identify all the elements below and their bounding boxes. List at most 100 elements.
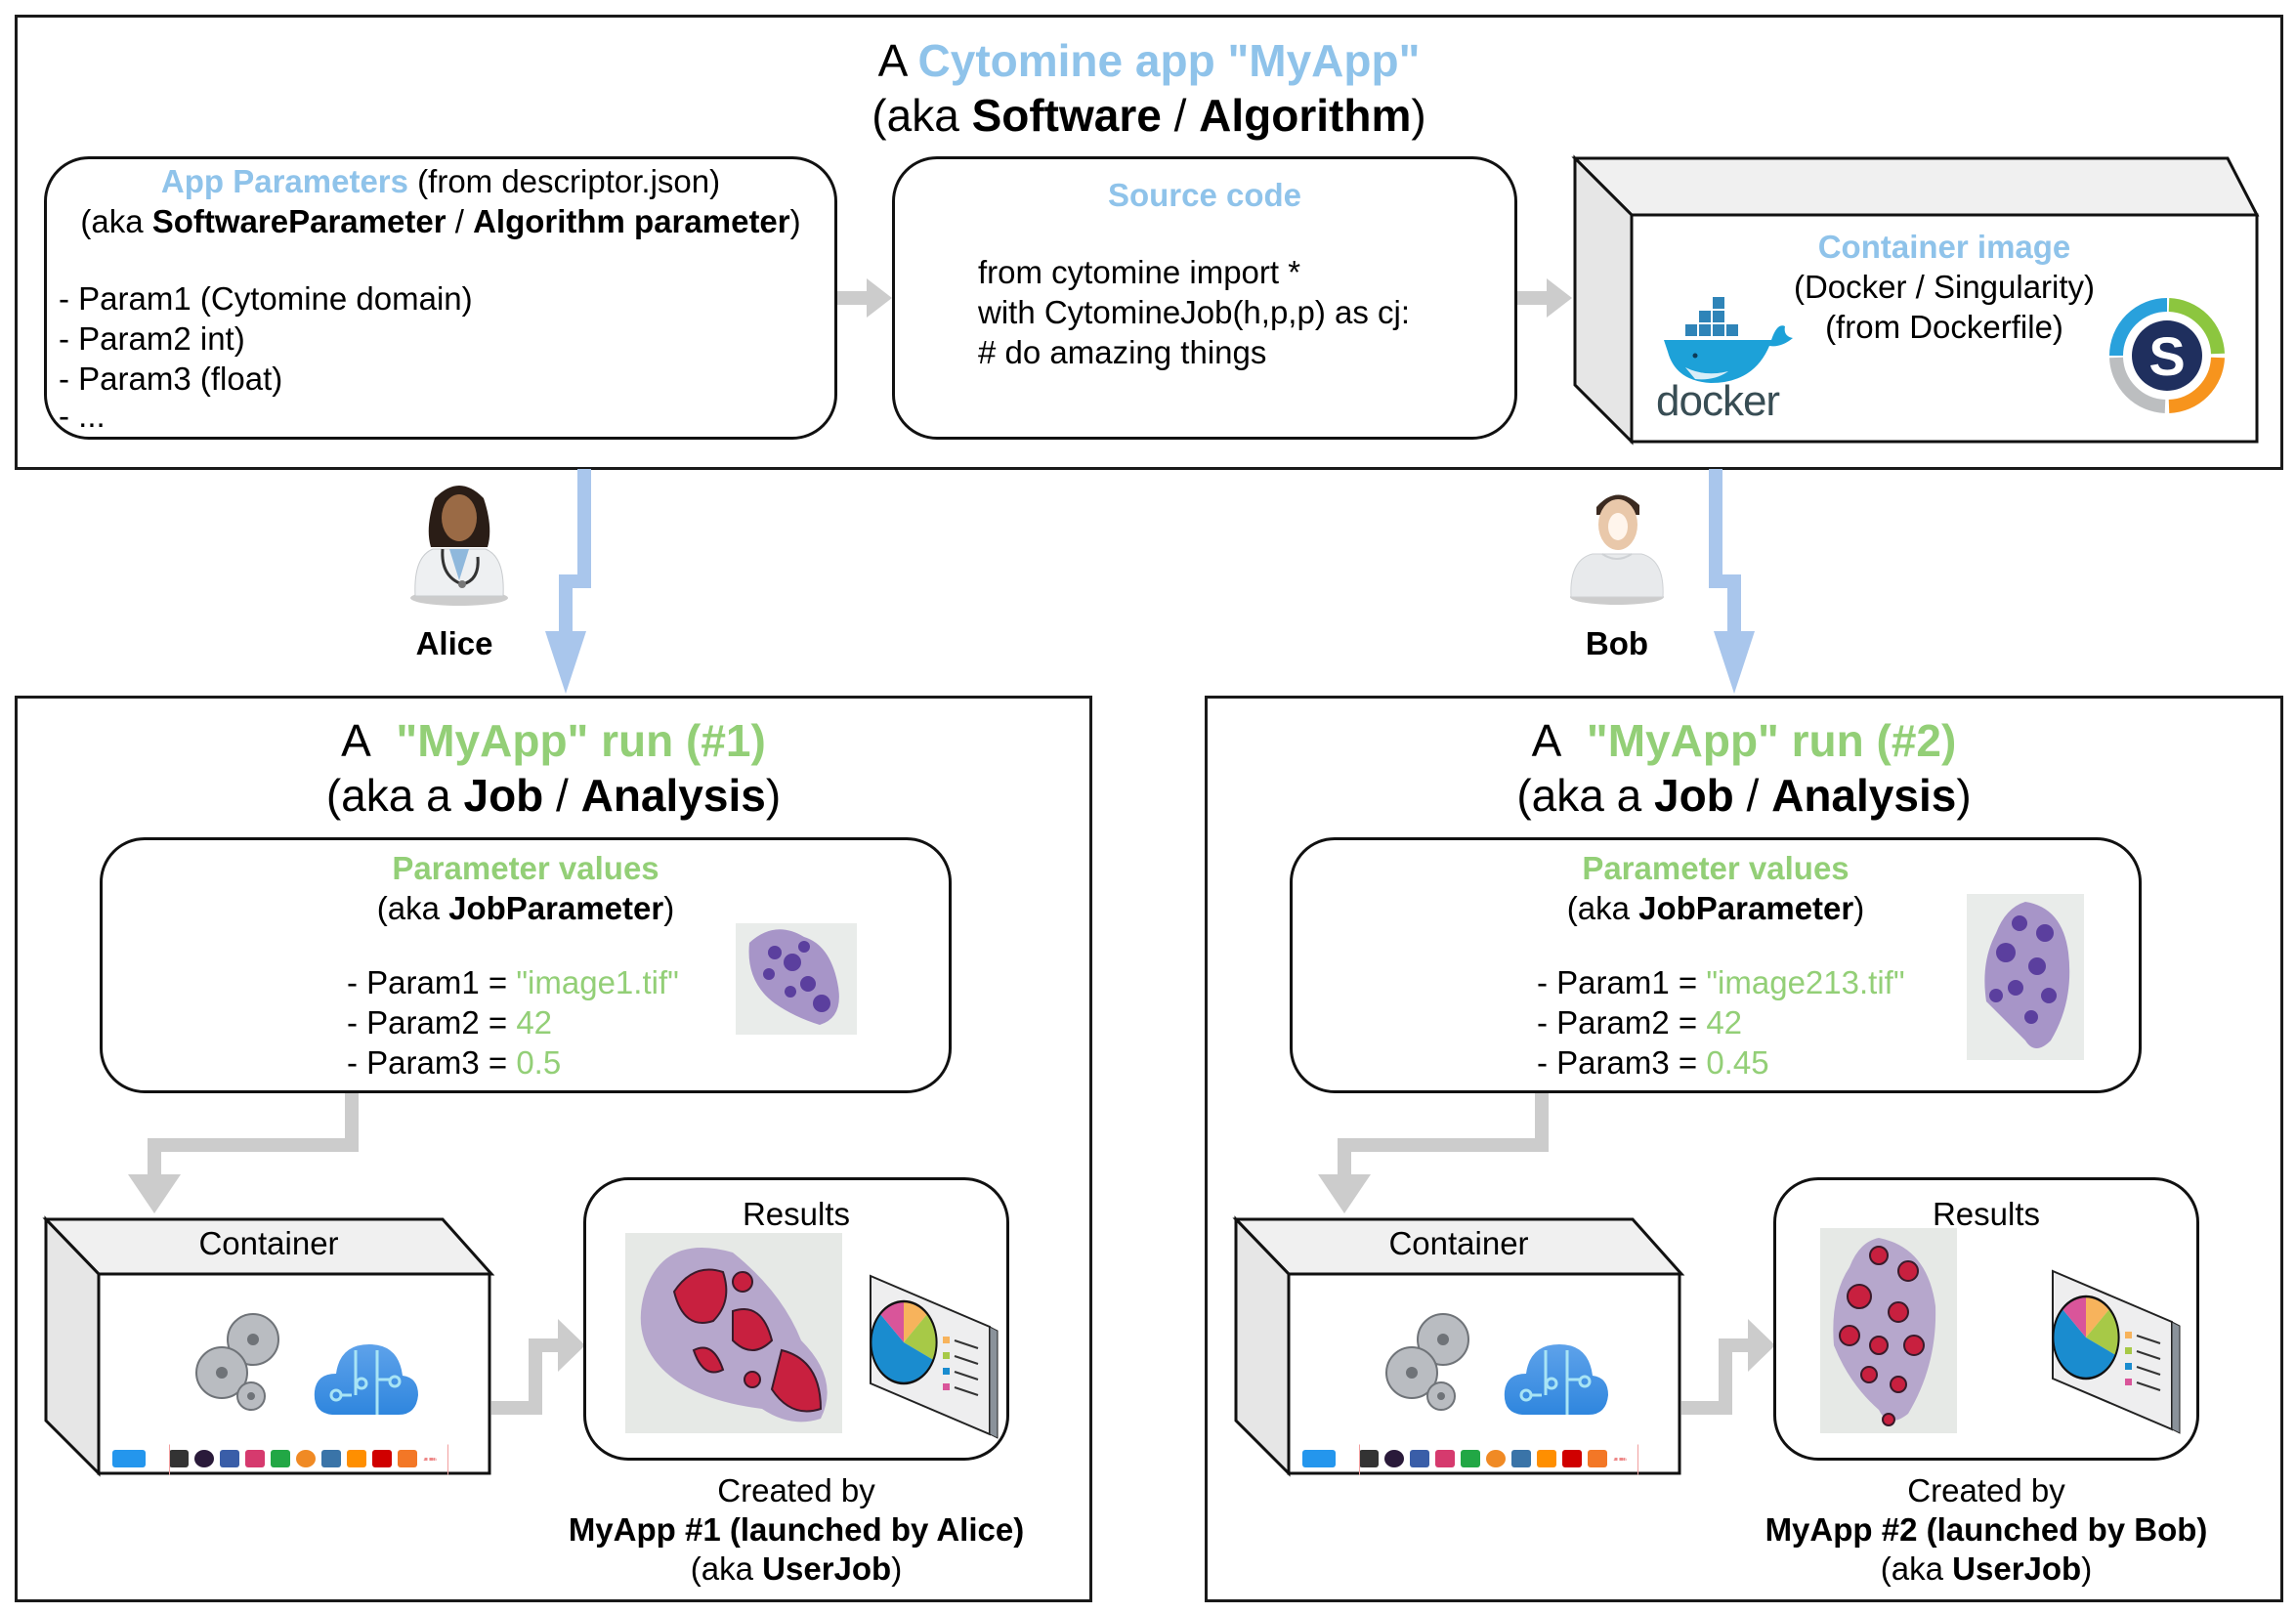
code-line: # do amazing things bbox=[978, 334, 1267, 370]
parameter-values-aka: (aka JobParameter) bbox=[1293, 888, 2139, 928]
param-label: - Param3 = bbox=[1537, 1044, 1707, 1081]
singularity-logo-icon: S bbox=[2109, 298, 2225, 413]
keras-icon bbox=[372, 1450, 392, 1467]
source-code-title: Source code bbox=[1107, 177, 1302, 213]
created-by-label: Created by bbox=[717, 1472, 875, 1508]
job-panel-2: A "MyApp" run (#2) (aka a Job / Analysis… bbox=[1205, 696, 2283, 1602]
box-top-face bbox=[1571, 156, 2260, 217]
container-image-line2: (from Dockerfile) bbox=[1825, 309, 2063, 345]
app-aka: (aka Software / Algorithm) bbox=[15, 88, 2283, 143]
app-parameters-heading: App Parameters bbox=[160, 163, 408, 199]
arrow-shaft bbox=[1719, 1338, 1732, 1415]
docker-whale-icon bbox=[1664, 297, 1793, 383]
param-label: - Param2 = bbox=[347, 1004, 517, 1041]
parameter-values-title: Parameter values bbox=[392, 850, 659, 886]
creator-aka: (aka UserJob) bbox=[503, 1550, 1089, 1588]
microscope-icon bbox=[1359, 1450, 1379, 1467]
arrow-shaft bbox=[1517, 291, 1547, 305]
arrow-shaft bbox=[529, 1338, 542, 1415]
app-title: A Cytomine app "MyApp" bbox=[15, 33, 2283, 88]
result-slide-annotated bbox=[1820, 1228, 1957, 1433]
aka-algorithm-parameter: Algorithm parameter bbox=[473, 203, 790, 239]
arrow-container-to-results bbox=[491, 1319, 585, 1415]
parameter-values-box: Parameter values (aka JobParameter) - Pa… bbox=[1290, 837, 2142, 1093]
scikit-icon bbox=[296, 1450, 316, 1467]
arrow-head bbox=[1547, 278, 1572, 318]
user-avatar-icon bbox=[1570, 494, 1664, 605]
app-parameters-source: (from descriptor.json) bbox=[408, 163, 721, 199]
arrow-head bbox=[128, 1174, 181, 1213]
python-icon bbox=[1511, 1450, 1531, 1467]
param-value: 0.5 bbox=[516, 1044, 562, 1081]
arrow-shaft bbox=[491, 1401, 540, 1415]
parameter-row: - Param2 = 42 bbox=[1537, 1002, 1905, 1042]
keras-icon bbox=[1562, 1450, 1582, 1467]
aka-sep: / bbox=[1161, 90, 1200, 141]
aka-close: ) bbox=[1956, 770, 1972, 821]
param-item: - Param3 (float) bbox=[59, 361, 283, 397]
aka-open: (aka bbox=[1880, 1550, 1953, 1587]
aka-close: ) bbox=[2081, 1550, 2093, 1587]
arrow-shaft bbox=[148, 1138, 359, 1152]
results-label: Results bbox=[742, 1196, 851, 1232]
parameter-row: - Param3 = 0.45 bbox=[1537, 1042, 1905, 1083]
param-value: 42 bbox=[516, 1004, 553, 1041]
python-icon bbox=[321, 1450, 341, 1467]
lens-icon bbox=[1384, 1450, 1404, 1467]
aka-open: (aka bbox=[80, 203, 152, 239]
aka-userjob: UserJob bbox=[1952, 1550, 2082, 1587]
aka-open: (aka bbox=[1566, 890, 1639, 926]
tool-bracket bbox=[1359, 1444, 1638, 1475]
qupath-icon bbox=[245, 1450, 265, 1467]
flow-arrow-alice bbox=[545, 469, 591, 694]
tensorflow-icon bbox=[1537, 1450, 1556, 1467]
arrow-head bbox=[1318, 1174, 1371, 1213]
parameter-values-aka: (aka JobParameter) bbox=[103, 888, 949, 928]
cloud-ai-icon bbox=[314, 1344, 418, 1415]
creator-aka: (aka UserJob) bbox=[1693, 1550, 2279, 1588]
param-item: - Param1 (Cytomine domain) bbox=[59, 280, 473, 317]
box-front-face bbox=[97, 1272, 491, 1475]
job-title-highlight: "MyApp" run (#1) bbox=[396, 715, 766, 766]
app-parameters-box: App Parameters (from descriptor.json) (a… bbox=[44, 156, 837, 440]
arrow-shaft bbox=[1535, 1093, 1549, 1152]
docker-icon bbox=[1302, 1450, 1336, 1467]
opencv-icon bbox=[1461, 1450, 1480, 1467]
aka-close: ) bbox=[765, 770, 782, 821]
arrow-head bbox=[558, 1319, 585, 1372]
pie-chart-board-icon bbox=[2052, 1269, 2181, 1434]
parameter-values-list: - Param1 = "image1.tif" - Param2 = 42 - … bbox=[347, 962, 679, 1083]
container-image-title: Container image bbox=[1817, 229, 2071, 265]
aka-close: ) bbox=[789, 203, 801, 239]
scikit-icon bbox=[1486, 1450, 1506, 1467]
aka-open: (aka bbox=[872, 90, 972, 141]
aka-software: Software bbox=[971, 90, 1162, 141]
app-parameters-list: - Param1 (Cytomine domain) - Param2 int)… bbox=[47, 278, 834, 434]
parameter-row: - Param3 = 0.5 bbox=[347, 1042, 679, 1083]
param-label: - Param3 = bbox=[347, 1044, 517, 1081]
ellipsis-icon bbox=[423, 1458, 437, 1461]
aka-userjob: UserJob bbox=[762, 1550, 892, 1587]
app-parameters-title: App Parameters (from descriptor.json) bbox=[47, 161, 834, 201]
job-title-highlight: "MyApp" run (#2) bbox=[1586, 715, 1957, 766]
param-value: 0.45 bbox=[1706, 1044, 1769, 1081]
cloud-ai-icon bbox=[1504, 1344, 1608, 1415]
code-line: with CytomineJob(h,p,p) as cj: bbox=[978, 294, 1411, 330]
arrow-shaft bbox=[837, 291, 867, 305]
docker-icon bbox=[112, 1450, 146, 1467]
aka-close: ) bbox=[1411, 90, 1426, 141]
arrow-shaft bbox=[1338, 1138, 1549, 1152]
lens-icon bbox=[194, 1450, 214, 1467]
source-code-box: Source code from cytomine import * with … bbox=[892, 156, 1517, 440]
param-value: "image213.tif" bbox=[1706, 964, 1905, 1000]
pie-chart-board-icon bbox=[870, 1274, 999, 1439]
job-title: A "MyApp" run (#1) bbox=[15, 713, 1092, 768]
arrow-shaft bbox=[148, 1138, 161, 1177]
arrow-shaft bbox=[1719, 1338, 1752, 1352]
singularity-letter: S bbox=[2148, 325, 2185, 387]
created-by-label: Created by bbox=[1907, 1472, 2065, 1508]
arrow-shaft bbox=[1681, 1401, 1730, 1415]
param-item: - ... bbox=[59, 398, 106, 434]
container-image-line1: (Docker / Singularity) bbox=[1793, 269, 2096, 305]
creator-name: MyApp #1 (launched by Alice) bbox=[568, 1511, 1025, 1548]
